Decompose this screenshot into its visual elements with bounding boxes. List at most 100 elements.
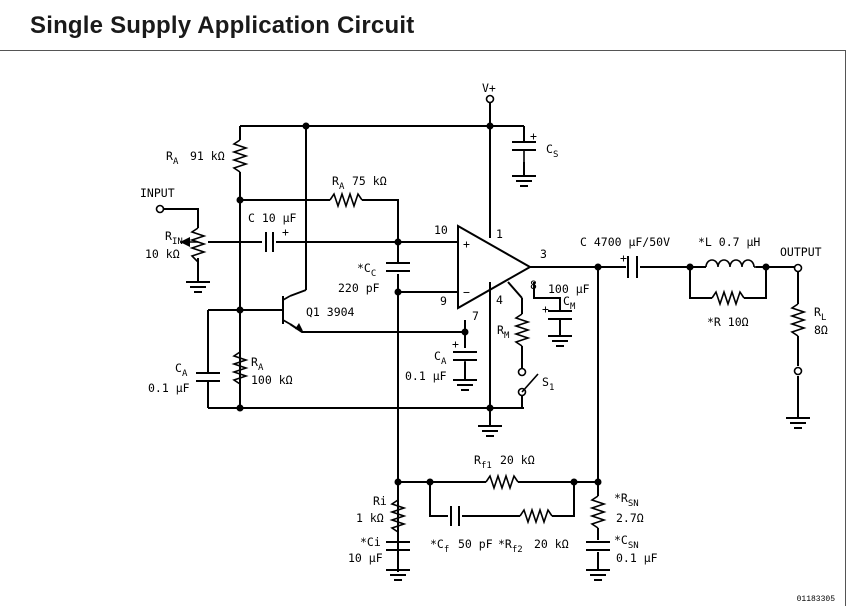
rl-terminal — [793, 366, 803, 376]
ground-icon — [478, 425, 502, 437]
opamp-minus-label: − — [463, 285, 470, 299]
switch-s1[interactable] — [517, 367, 539, 397]
pin-8-label: 8 — [530, 278, 537, 292]
resistor-ra-100k — [231, 351, 249, 385]
capacitor-cc — [386, 262, 410, 272]
input-terminal[interactable] — [155, 204, 165, 214]
ground-icon — [548, 335, 572, 347]
rf1-value: 20 kΩ — [500, 453, 535, 467]
ri-value: 1 kΩ — [356, 511, 384, 525]
s1-name: S1 — [542, 375, 554, 393]
cm-value: 100 μF — [548, 282, 590, 296]
rm-name: RM — [497, 323, 510, 341]
resistors — [180, 139, 807, 533]
inductor-label: *L 0.7 μH — [698, 235, 760, 249]
vplus-terminal — [485, 94, 495, 104]
ground-icon — [512, 175, 536, 187]
opamp-plus-label: + — [463, 237, 470, 251]
transistor-q1 — [282, 295, 303, 331]
diagram-frame — [0, 50, 846, 606]
capacitors — [196, 141, 638, 551]
ca-left-name: CA — [175, 361, 188, 379]
ra-91k-name: RA — [166, 149, 179, 167]
rf1-name: Rf1 — [474, 453, 492, 471]
input-label: INPUT — [140, 186, 175, 200]
rsn-name: *RSN — [614, 491, 639, 509]
cc-value: 220 pF — [338, 281, 380, 295]
csn-value: 0.1 μF — [616, 551, 658, 565]
power-amplifier — [457, 224, 533, 310]
rl-name: RL — [814, 305, 826, 323]
ground-icon — [586, 569, 610, 581]
rin-name: RIN — [165, 229, 183, 247]
output-terminal[interactable] — [793, 263, 803, 273]
rsn-value: 2.7Ω — [616, 511, 644, 525]
resistor-r-10 — [711, 289, 745, 307]
capacitor-ca-left — [196, 372, 220, 382]
cm-plus: + — [542, 302, 549, 316]
ground-icon — [453, 379, 477, 391]
ground-icon — [386, 569, 410, 581]
rin-value: 10 kΩ — [145, 247, 180, 261]
capacitor-csn — [586, 541, 610, 551]
ra-91k-value: 91 kΩ — [190, 149, 225, 163]
c-10uf-plus: + — [282, 225, 289, 239]
page-title: Single Supply Application Circuit — [30, 12, 415, 39]
rl-value: 8Ω — [814, 323, 828, 337]
ra-100k-name: RA — [251, 355, 264, 373]
cc-name: *CC — [357, 261, 376, 279]
ground-icon — [786, 417, 810, 429]
r-10-label: *R 10Ω — [707, 315, 749, 329]
cf-name: *Cf — [430, 537, 449, 555]
resistor-rsn — [589, 495, 607, 529]
ca-mid-name: CA — [434, 349, 447, 367]
capacitor-ca-mid — [453, 351, 477, 380]
output-label: OUTPUT — [780, 245, 822, 259]
c-4700uf-plus: + — [620, 251, 627, 265]
inductor-l — [705, 259, 756, 268]
capacitor-cm — [548, 310, 572, 320]
pin-7-label: 7 — [472, 309, 479, 323]
cm-name: CM — [563, 294, 576, 312]
vplus-label: V+ — [482, 81, 496, 95]
ca-mid-value: 0.1 μF — [405, 369, 447, 383]
resistor-ra-91k — [231, 139, 249, 173]
capacitor-c-4700uf — [627, 256, 638, 278]
pin-4-label: 4 — [496, 293, 503, 307]
capacitor-cs — [512, 141, 536, 162]
ground-icon — [186, 281, 210, 293]
ca-left-value: 0.1 μF — [148, 381, 190, 395]
pin-3-label: 3 — [540, 247, 547, 261]
rf2-name: *Rf2 — [498, 537, 523, 555]
ca-mid-plus: + — [452, 337, 459, 351]
cf-value: 50 pF — [458, 537, 493, 551]
resistor-rf1 — [485, 473, 519, 491]
csn-name: *CSN — [614, 533, 639, 551]
document-id: 01183305 — [796, 595, 835, 604]
labels: V+ INPUT OUTPUT + CS RA 91 kΩ RA 75 kΩ C… — [140, 81, 828, 565]
ri-name: Ri — [373, 494, 387, 508]
potentiometer-rin — [180, 227, 207, 263]
q1-label: Q1 3904 — [306, 305, 355, 319]
ci-value: 10 μF — [348, 551, 383, 565]
resistor-ri — [389, 499, 407, 533]
resistor-rf2 — [519, 507, 553, 525]
ra-75k-value: 75 kΩ — [352, 174, 387, 188]
ra-100k-value: 100 kΩ — [251, 373, 293, 387]
capacitor-ci — [386, 541, 410, 551]
ci-name: *Ci — [360, 535, 381, 549]
c-4700uf-label: C 4700 μF/50V — [580, 235, 670, 249]
rf2-value: 20 kΩ — [534, 537, 569, 551]
cs-label: + — [530, 129, 537, 143]
pin-10-label: 10 — [434, 223, 448, 237]
capacitor-cf — [450, 506, 460, 526]
cs-name: CS — [546, 142, 558, 160]
resistor-ra-75k — [329, 191, 363, 209]
ra-75k-name: RA — [332, 174, 345, 192]
resistor-rm — [513, 313, 531, 347]
wires — [163, 100, 799, 572]
terminals — [155, 94, 803, 376]
junctions — [236, 122, 770, 486]
capacitor-c-10uf — [265, 232, 274, 252]
